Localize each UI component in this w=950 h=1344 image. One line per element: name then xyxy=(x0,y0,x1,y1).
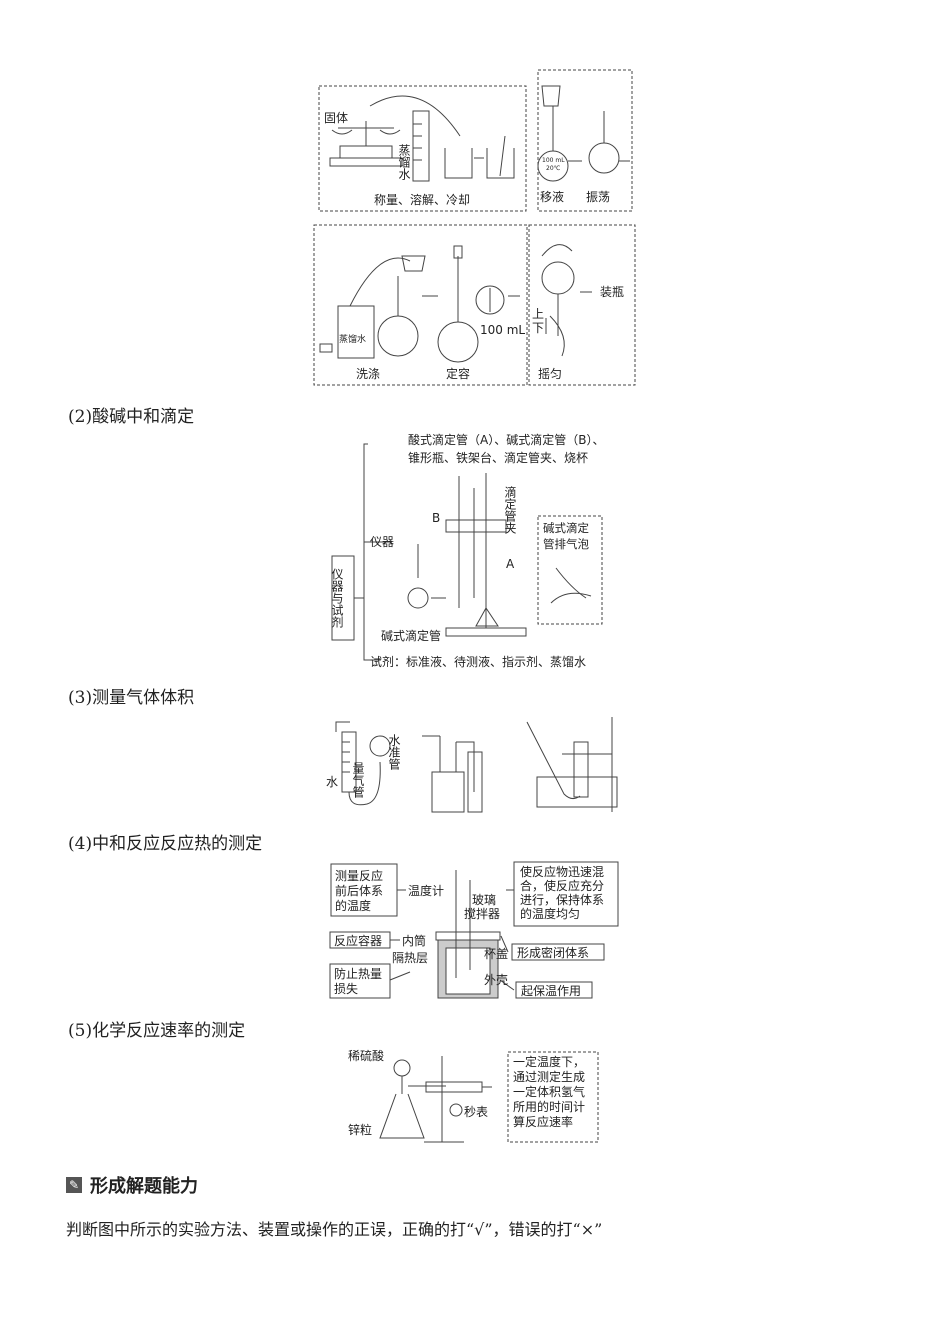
ability-section-header: ✎ 形成解题能力 xyxy=(66,1172,198,1198)
label-up: 上 xyxy=(532,307,544,321)
calorimeter-figure: 测量反应 前后体系 的温度 温度计 玻璃 搅拌器 使反应物迅速混 合，使反应充分… xyxy=(329,861,619,999)
vessel-box-label: 反应容器 xyxy=(334,933,382,948)
stirrer-line2: 搅拌器 xyxy=(464,906,500,921)
bubble-box-line1: 碱式滴定 xyxy=(543,521,589,535)
solution-preparation-figure: 固体 蒸馏水 称量、溶解、冷却 移液 振荡 100 mL 20℃ 蒸馏水 洗涤 … xyxy=(313,69,636,386)
ability-instruction: 判断图中所示的实验方法、装置或操作的正误，正确的打“√”，错误的打“×” xyxy=(66,1220,603,1239)
label-bottle: 蒸馏水 xyxy=(339,333,366,345)
mix-box-line2: 合，使反应充分 xyxy=(520,878,604,893)
closed-box-label: 形成密闭体系 xyxy=(517,945,589,960)
lid-label: 杯盖 xyxy=(484,947,508,961)
mix-box-line4: 的温度均匀 xyxy=(520,906,580,921)
label-down: 下 xyxy=(532,321,544,335)
measure-box-line1: 测量反应 xyxy=(335,868,383,883)
reaction-rate-figure: 稀硫酸 锌粒 秒表 一定温度下， 通过测定生成 一定体积氢气 所用的时间计 算反… xyxy=(348,1048,599,1143)
label-b: B xyxy=(432,511,440,525)
acid-label: 稀硫酸 xyxy=(348,1048,384,1063)
measure-box-line3: 的温度 xyxy=(335,898,371,913)
ability-title: 形成解题能力 xyxy=(90,1176,198,1197)
label-flask-mark: 100 mL xyxy=(542,157,565,164)
shell-label: 外壳 xyxy=(484,973,508,987)
section-3-heading: (3)测量气体体积 xyxy=(68,688,195,708)
section-2-heading: (2)酸碱中和滴定 xyxy=(68,407,195,427)
instruments-line1: 酸式滴定管（A）、碱式滴定管（B）、 xyxy=(408,432,604,447)
stopwatch-label: 秒表 xyxy=(464,1105,488,1119)
water-label: 水 xyxy=(326,775,338,789)
titration-figure: 酸式滴定管（A）、碱式滴定管（B）、 锥形瓶、铁架台、滴定管夹、烧杯 仪器与试剂… xyxy=(330,432,604,669)
note-line1: 一定温度下， xyxy=(513,1054,585,1069)
label-mix: 摇匀 xyxy=(538,367,562,381)
section-5-heading: (5)化学反应速率的测定 xyxy=(68,1021,246,1041)
section-4-heading: (4)中和反应反应热的测定 xyxy=(68,834,263,854)
keep-box-label: 起保温作用 xyxy=(521,984,581,998)
stirrer-line1: 玻璃 xyxy=(472,893,496,907)
note-line5: 算反应速率 xyxy=(513,1114,573,1129)
prevent-box-line1: 防止热量 xyxy=(334,966,382,981)
instrument-label: 仪器 xyxy=(370,535,394,549)
thermometer-label: 温度计 xyxy=(408,883,444,898)
note-line4: 所用的时间计 xyxy=(513,1099,585,1114)
inner-label: 内筒 xyxy=(402,933,426,948)
insulation-label: 隔热层 xyxy=(392,951,428,965)
instruments-line2: 锥形瓶、铁架台、滴定管夹、烧杯 xyxy=(408,450,588,465)
mix-box-line3: 进行，保持体系 xyxy=(520,892,604,907)
label-volume: 定容 xyxy=(446,366,470,381)
label-distilled-water: 蒸馏水 xyxy=(397,144,411,180)
label-volume-mark: 100 mL xyxy=(480,323,525,337)
bubble-box-line2: 管排气泡 xyxy=(543,537,589,551)
label-flask-temp: 20℃ xyxy=(546,165,561,172)
pencil-icon: ✎ xyxy=(66,1177,82,1193)
label-solid: 固体 xyxy=(324,111,348,125)
category-label: 仪器与试剂 xyxy=(330,568,344,628)
note-line2: 通过测定生成 xyxy=(513,1069,585,1084)
label-bottle-fill: 装瓶 xyxy=(600,285,624,299)
reagents-label: 试剂：标准液、待测液、指示剂、蒸馏水 xyxy=(370,654,586,669)
note-line3: 一定体积氢气 xyxy=(513,1084,585,1099)
label-shake: 振荡 xyxy=(586,190,610,204)
zinc-label: 锌粒 xyxy=(348,1122,372,1137)
clamp-label: 滴定管夹 xyxy=(503,485,517,534)
base-burette-label: 碱式滴定管 xyxy=(381,628,441,643)
prevent-box-line2: 损失 xyxy=(334,981,358,996)
gas-volume-figure: 水 量气管 水准管 xyxy=(326,717,618,813)
gas-tube-label: 量气管 xyxy=(351,762,365,799)
mix-box-line1: 使反应物迅速混 xyxy=(520,864,604,879)
label-transfer: 移液 xyxy=(540,189,564,204)
measure-box-line2: 前后体系 xyxy=(335,883,383,898)
label-a: A xyxy=(506,557,515,571)
label-wash: 洗涤 xyxy=(356,367,380,381)
level-tube-label: 水准管 xyxy=(387,734,401,771)
label-weigh: 称量、溶解、冷却 xyxy=(374,192,470,207)
